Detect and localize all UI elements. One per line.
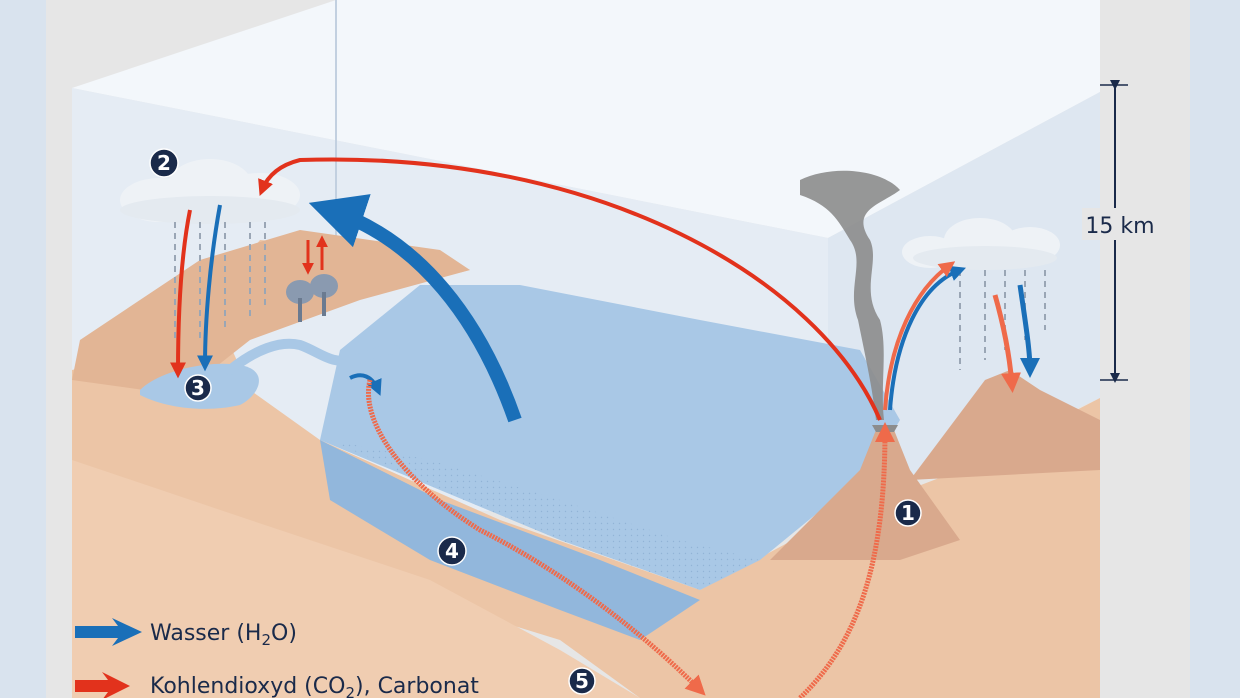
ocean xyxy=(320,285,900,590)
marker-3-label: 3 xyxy=(191,376,205,400)
ocean-shading xyxy=(330,440,760,590)
marker-3: 3 xyxy=(184,374,212,402)
legend-water-suffix: O) xyxy=(271,621,297,646)
legend-water: Wasser (H2O) xyxy=(75,618,297,649)
volcano-smoke xyxy=(800,170,900,420)
right-evaporation-arrow xyxy=(888,265,966,411)
volcano-to-left-cloud-arrow xyxy=(258,157,882,421)
ocean-deep xyxy=(320,440,700,640)
river xyxy=(225,338,400,375)
ocean-evaporation-arrow xyxy=(308,194,522,423)
left-carbon-down-arrow xyxy=(170,209,192,379)
height-scale-label-bg xyxy=(1082,208,1160,240)
right-cloud xyxy=(902,218,1060,270)
legend-water-prefix: Wasser (H xyxy=(150,621,261,646)
front-land-strip xyxy=(72,460,640,698)
trees xyxy=(286,274,338,322)
legend-carbon-suffix: ), Carbonat xyxy=(355,674,479,698)
legend-water-arrow xyxy=(75,618,142,646)
volcano xyxy=(770,425,960,560)
marker-1: 1 xyxy=(894,499,922,527)
legend-water-label: Wasser (H2O) xyxy=(150,621,297,649)
left-rain xyxy=(174,222,266,340)
marker-4-label: 4 xyxy=(445,539,459,563)
marker-5: 5 xyxy=(568,667,596,695)
volcano-to-right-cloud-arrow xyxy=(883,261,956,411)
right-mountain xyxy=(910,370,1100,480)
legend-carbon-sub: 2 xyxy=(345,684,355,698)
estuary-carbon-arrow xyxy=(366,379,706,696)
marker-2-label: 2 xyxy=(157,151,171,175)
highland-left xyxy=(72,230,470,395)
subduction-return-arrow xyxy=(798,422,895,698)
marker-5-label: 5 xyxy=(575,669,589,693)
estuary-water-arrow xyxy=(349,373,382,396)
height-scale-label: 15 km xyxy=(1085,214,1154,239)
legend: Wasser (H2O) Kohlendioxyd (CO2), Carbona… xyxy=(75,618,479,698)
legend-carbon-label: Kohlendioxyd (CO2), Carbonat xyxy=(150,674,479,698)
marker-4: 4 xyxy=(437,536,467,566)
legend-water-sub: 2 xyxy=(261,631,271,649)
left-cloud xyxy=(120,159,300,224)
marker-2: 2 xyxy=(149,148,179,178)
right-precipitation-arrow xyxy=(1017,284,1040,378)
legend-carbon-arrow xyxy=(75,672,130,698)
left-precipitation-arrow xyxy=(197,204,222,372)
right-carbon-down-arrow xyxy=(992,294,1022,393)
left-land-mass xyxy=(72,240,1100,698)
legend-carbon: Kohlendioxyd (CO2), Carbonat xyxy=(75,672,479,698)
legend-carbon-prefix: Kohlendioxyd (CO xyxy=(150,674,345,698)
marker-1-label: 1 xyxy=(901,501,915,525)
